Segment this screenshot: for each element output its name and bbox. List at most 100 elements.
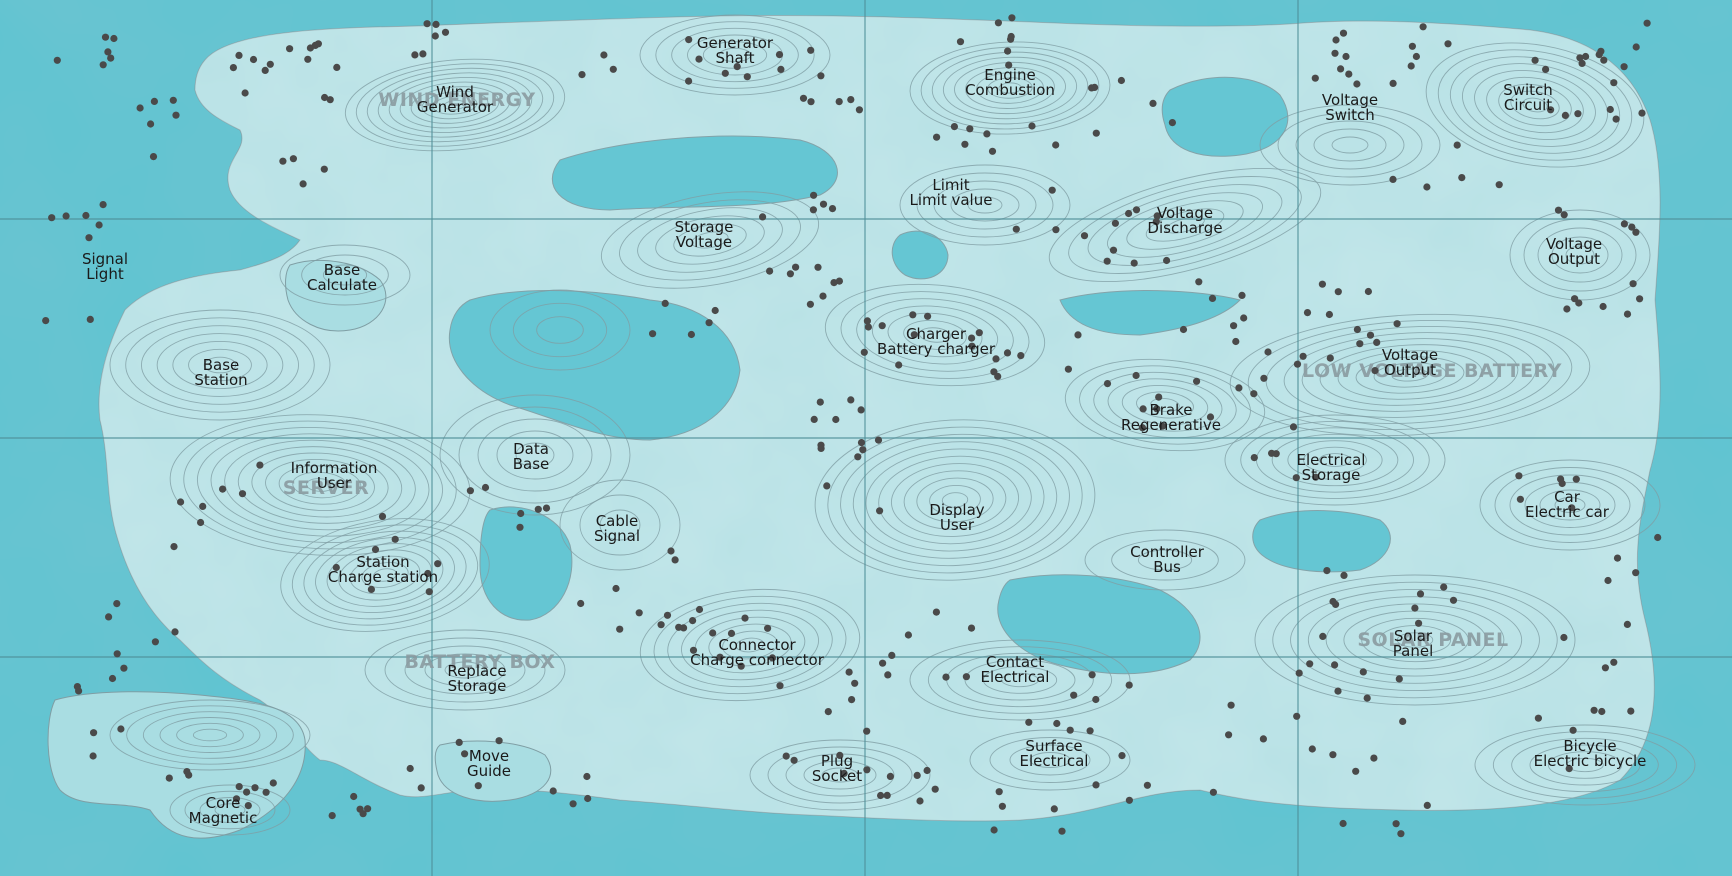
map-point[interactable] [1444,40,1452,48]
map-point[interactable] [859,446,867,454]
map-point[interactable] [113,650,121,658]
map-point[interactable] [1416,590,1425,598]
map-point[interactable] [1542,65,1550,73]
map-point[interactable] [53,56,61,64]
map-point[interactable] [356,805,364,813]
map-point[interactable] [150,97,158,105]
map-point[interactable] [600,51,608,59]
map-point[interactable] [1064,365,1072,373]
map-point[interactable] [1149,99,1157,107]
map-point[interactable] [495,737,503,745]
map-point[interactable] [172,111,180,119]
map-point[interactable] [1125,681,1133,689]
map-point[interactable] [1250,454,1258,462]
map-point[interactable] [933,133,941,141]
map-point[interactable] [534,505,542,513]
map-point[interactable] [1352,767,1360,775]
map-point[interactable] [136,104,144,112]
map-point[interactable] [1613,554,1622,562]
map-point[interactable] [1088,671,1096,679]
map-point[interactable] [768,654,777,662]
map-point[interactable] [874,436,883,444]
map-point[interactable] [1599,302,1607,311]
map-point[interactable] [814,263,822,271]
map-point[interactable] [975,329,983,337]
map-point[interactable] [1345,70,1353,78]
map-point[interactable] [1289,423,1298,431]
map-point[interactable] [481,483,490,492]
map-point[interactable] [1319,632,1327,641]
map-point[interactable] [1058,827,1066,835]
map-point[interactable] [1397,830,1405,838]
map-point[interactable] [321,93,329,102]
map-point[interactable] [104,48,112,56]
map-point[interactable] [1531,56,1539,64]
map-point[interactable] [48,214,56,222]
map-point[interactable] [1225,731,1233,739]
map-point[interactable] [85,234,93,242]
map-point[interactable] [474,782,482,790]
map-point[interactable] [992,355,1000,363]
map-point[interactable] [671,556,679,564]
map-point[interactable] [243,788,251,796]
map-point[interactable] [1052,226,1060,234]
map-point[interactable] [1235,384,1243,392]
map-point[interactable] [924,312,932,320]
map-point[interactable] [1606,105,1614,114]
map-point[interactable] [1561,111,1569,119]
map-point[interactable] [279,157,287,165]
map-point[interactable] [1632,228,1640,236]
map-point[interactable] [836,751,844,760]
map-point[interactable] [776,682,784,690]
map-point[interactable] [663,611,672,619]
map-point[interactable] [1326,354,1334,362]
map-point[interactable] [1423,183,1431,191]
map-point[interactable] [238,490,247,498]
map-point[interactable] [1312,473,1320,481]
map-point[interactable] [1408,42,1416,50]
map-point[interactable] [810,191,818,199]
map-point[interactable] [1329,597,1337,606]
map-point[interactable] [286,45,294,53]
map-point[interactable] [1449,596,1458,604]
map-point[interactable] [1130,259,1138,267]
map-point[interactable] [1598,707,1606,716]
map-point[interactable] [113,600,121,608]
map-point[interactable] [1373,338,1381,346]
map-point[interactable] [1268,449,1276,457]
map-point[interactable] [895,361,903,369]
map-point[interactable] [956,38,965,46]
map-point[interactable] [1575,299,1583,307]
map-point[interactable] [764,624,772,632]
map-point[interactable] [1547,106,1555,114]
map-point[interactable] [1423,801,1431,810]
map-point[interactable] [1620,63,1628,71]
map-point[interactable] [1331,49,1339,57]
map-point[interactable] [425,588,433,596]
map-point[interactable] [1012,225,1020,233]
map-point[interactable] [816,398,824,406]
map-point[interactable] [1340,571,1348,580]
map-point[interactable] [434,560,442,568]
map-point[interactable] [1632,569,1640,577]
map-point[interactable] [1600,56,1608,64]
map-point[interactable] [904,631,913,639]
map-point[interactable] [1195,278,1203,286]
map-point[interactable] [90,729,98,737]
map-point[interactable] [817,72,825,80]
map-point[interactable] [1339,819,1347,828]
map-point[interactable] [1008,14,1016,22]
map-point[interactable] [549,787,557,795]
map-point[interactable] [942,673,950,681]
map-point[interactable] [819,200,828,208]
